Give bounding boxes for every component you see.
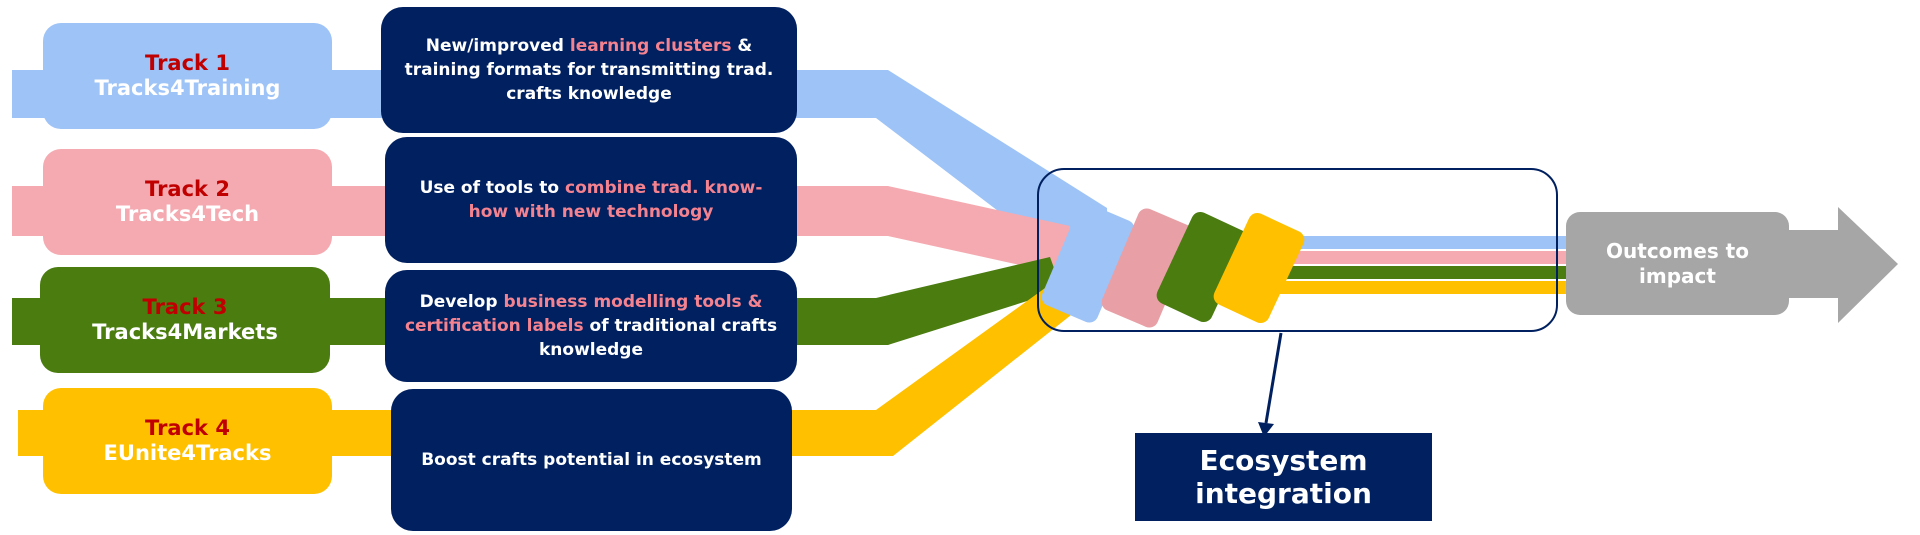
merged-line-pink [1282, 251, 1570, 264]
track-1-number: Track 1 [145, 51, 230, 75]
track-1-desc-text: New/improved learning clusters & trainin… [404, 36, 774, 104]
arrow-down-head [1258, 422, 1274, 437]
track-1-pill: Track 1 Tracks4Training [43, 23, 332, 129]
track-1-block [1041, 203, 1135, 323]
ecosystem-integration-box: Ecosystem integration [1135, 433, 1432, 521]
merged-line-blue [1290, 236, 1570, 249]
merged-line-green [1276, 266, 1570, 279]
arrow-down-icon [1264, 332, 1283, 424]
track-2-number: Track 2 [145, 177, 230, 201]
track-2-desc-text: Use of tools to combine trad. know-how w… [419, 178, 763, 222]
track-3-description: Develop business modelling tools & certi… [385, 270, 797, 382]
track-4-number: Track 4 [145, 416, 230, 440]
outcomes-label: Outcomes to impact [1606, 238, 1749, 288]
ecosystem-label: Ecosystem integration [1195, 444, 1372, 510]
track-2-name: Tracks4Tech [115, 202, 260, 226]
track-3-pill: Track 3 Tracks4Markets [40, 267, 330, 373]
track-1-name: Tracks4Training [94, 76, 281, 100]
merged-line-yellow [1270, 281, 1570, 294]
track-2-description: Use of tools to combine trad. know-how w… [385, 137, 797, 263]
track-4-name: EUnite4Tracks [103, 441, 272, 465]
arrow-right-icon [1760, 207, 1898, 323]
track-1-description: New/improved learning clusters & trainin… [381, 7, 797, 133]
track-2-block [1101, 208, 1195, 328]
track-2-pill: Track 2 Tracks4Tech [43, 149, 332, 255]
track-3-name: Tracks4Markets [92, 320, 278, 344]
track-3-number: Track 3 [142, 295, 228, 319]
track-4-desc-text: Boost crafts potential in ecosystem [421, 450, 762, 470]
integration-frame [1037, 168, 1558, 332]
track-3-block [1156, 211, 1248, 323]
track-4-description: Boost crafts potential in ecosystem [391, 389, 792, 531]
outcomes-box: Outcomes to impact [1566, 212, 1789, 315]
track-4-block [1213, 212, 1305, 324]
track-4-pill: Track 4 EUnite4Tracks [43, 388, 332, 494]
track-3-desc-text: Develop business modelling tools & certi… [404, 292, 778, 360]
